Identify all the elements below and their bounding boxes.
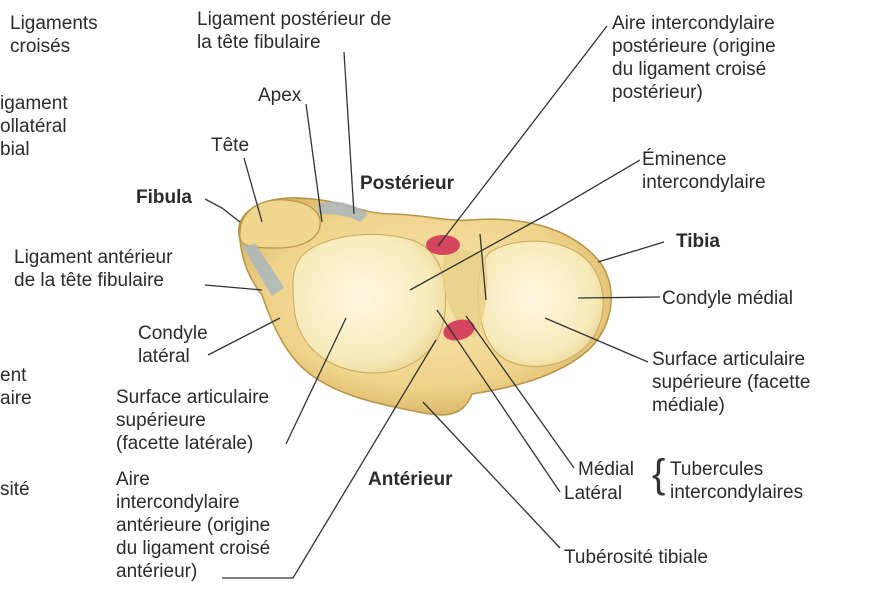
label-site: sité	[0, 478, 30, 501]
medial-facet	[478, 241, 603, 366]
label-medial: Médial	[578, 458, 634, 481]
label-lateral: Latéral	[564, 482, 622, 505]
label-apex: Apex	[258, 84, 301, 107]
fibula-head	[240, 200, 320, 248]
label-tibia: Tibia	[676, 230, 720, 253]
lateral-facet	[293, 234, 446, 373]
label-condyle-medial: Condyle médial	[662, 287, 793, 310]
label-tete: Tête	[211, 134, 249, 157]
label-anterieur: Antérieur	[368, 468, 452, 491]
label-fibula: Fibula	[136, 186, 192, 209]
brace: {	[652, 452, 665, 496]
posterior-cruciate-attachment	[426, 235, 460, 255]
label-posterieur: Postérieur	[360, 172, 454, 195]
label-tuberosite-tibiale: Tubérosité tibiale	[564, 546, 708, 569]
